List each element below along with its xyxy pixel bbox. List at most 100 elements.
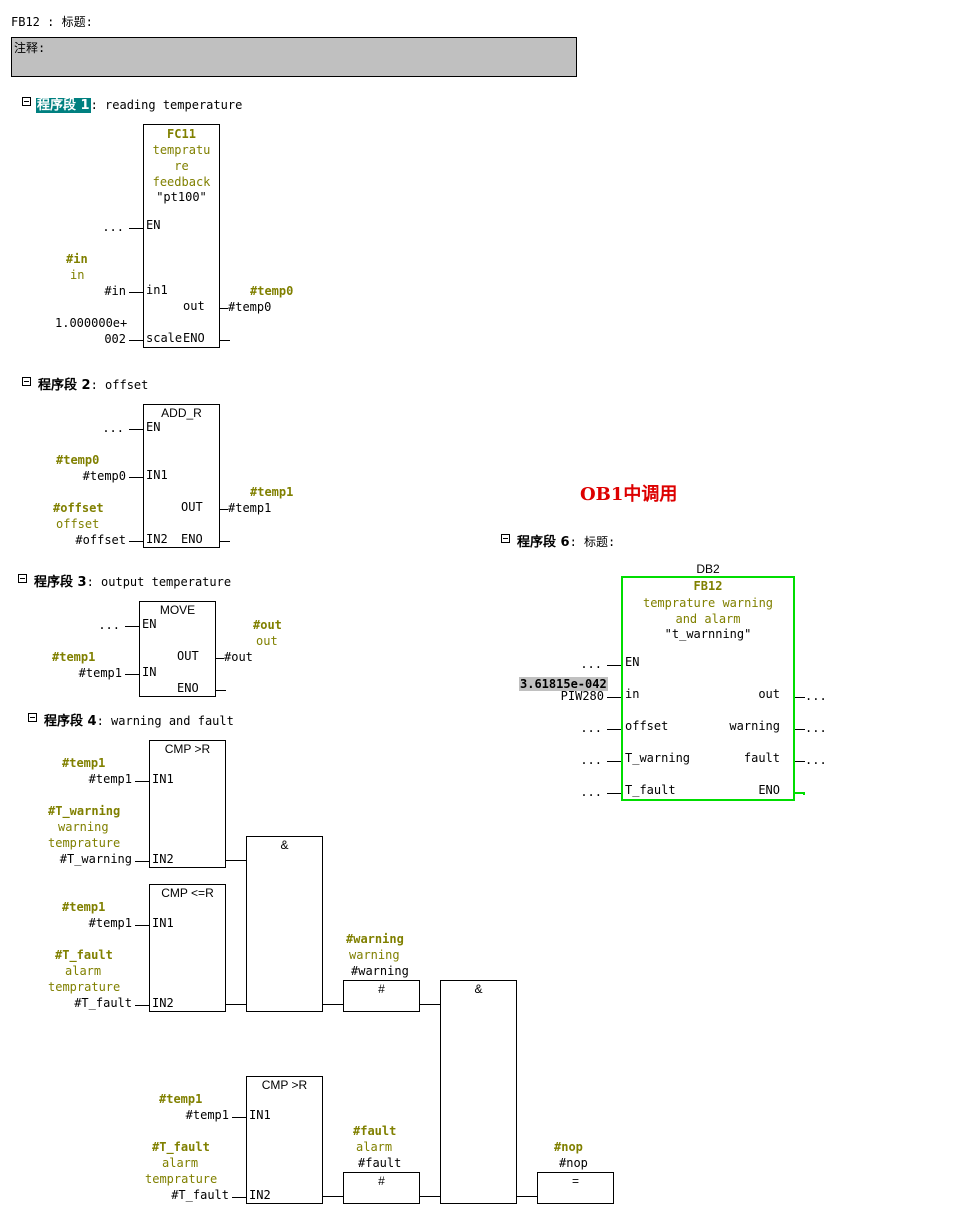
cmp3-pin-in1: IN1 <box>249 1108 271 1122</box>
cmp3-block[interactable] <box>246 1076 323 1204</box>
fb12-t-fault-value[interactable]: ... <box>580 785 602 799</box>
move-in-value[interactable]: #temp1 <box>78 666 122 680</box>
coil2-value[interactable]: #fault <box>358 1156 402 1170</box>
cmp1-in1-value[interactable]: #temp1 <box>88 772 132 786</box>
block-title: FB12 : 标题: <box>11 15 93 29</box>
network4-header[interactable]: 程序段 4: warning and fault <box>44 710 234 729</box>
cmp3-in2-comment-2: temprature <box>145 1172 218 1186</box>
and1-block[interactable] <box>246 836 323 1012</box>
fc11-symbol: "pt100" <box>156 190 207 204</box>
fb12-in-value[interactable]: PIW280 <box>560 689 604 703</box>
network2-desc: : offset <box>90 378 149 392</box>
network6-header[interactable]: 程序段 6: 标题: <box>517 531 615 550</box>
move-pin-in: IN <box>142 665 157 679</box>
cmp2-name: CMP <=R <box>161 886 214 900</box>
collapse-toggle-2[interactable] <box>22 377 31 386</box>
fc11-name: FC11 <box>167 127 196 141</box>
add-r-pin-eno: ENO <box>181 532 203 546</box>
move-en-value[interactable]: ... <box>98 618 120 632</box>
cmp3-in2-symbol: #T_fault <box>152 1140 210 1154</box>
add-r-in1-value[interactable]: #temp0 <box>82 469 126 483</box>
fc11-en-value[interactable]: ... <box>102 220 124 234</box>
fb12-pin-in: in <box>625 687 640 701</box>
move-pin-en: EN <box>142 617 157 631</box>
fb12-pin-out: out <box>758 687 780 701</box>
network2-header[interactable]: 程序段 2: offset <box>38 374 148 393</box>
coil1-value[interactable]: #warning <box>351 964 409 978</box>
fb12-pin-fault: fault <box>743 751 780 765</box>
cmp2-in2-comment-2: temprature <box>48 980 121 994</box>
and2-block[interactable] <box>440 980 517 1204</box>
network2-segment: 程序段 2 <box>38 378 91 393</box>
coil2-symbol: #fault <box>353 1124 397 1138</box>
fb12-out-value[interactable]: ... <box>805 689 827 703</box>
cmp1-in1-symbol: #temp1 <box>62 756 106 770</box>
cmp3-in1-value[interactable]: #temp1 <box>185 1108 229 1122</box>
add-r-name: ADD_R <box>161 406 202 420</box>
move-pin-eno: ENO <box>177 681 199 695</box>
fb12-comment-1: temprature warning <box>642 596 774 610</box>
move-out-value[interactable]: #out <box>224 650 253 664</box>
fb12-symbol: "t_warnning" <box>664 627 752 641</box>
add-r-block[interactable] <box>143 404 220 548</box>
add-r-en-value[interactable]: ... <box>102 421 124 435</box>
cmp2-in1-value[interactable]: #temp1 <box>88 916 132 930</box>
comment-box[interactable]: 注释: <box>11 37 577 77</box>
move-pin-out: OUT <box>177 649 199 663</box>
coil1-comment: warning <box>349 948 400 962</box>
fc11-pin-scale: scale <box>146 331 183 345</box>
fc11-out-value[interactable]: #temp0 <box>228 300 272 314</box>
add-r-pin-in2: IN2 <box>146 532 168 546</box>
network1-header[interactable]: 程序段 1: reading temperature <box>36 94 242 113</box>
coil3-value[interactable]: #nop <box>559 1156 588 1170</box>
network3-header[interactable]: 程序段 3: output temperature <box>34 571 231 590</box>
fb12-block[interactable] <box>621 576 795 801</box>
comment-label: 注释: <box>14 41 46 55</box>
collapse-toggle-4[interactable] <box>28 713 37 722</box>
coil1-label: # <box>378 982 385 996</box>
fb12-t-warning-value[interactable]: ... <box>580 753 602 767</box>
fc11-comment-2: re <box>174 159 189 173</box>
fc11-in-value[interactable]: #in <box>104 284 126 298</box>
cmp2-in2-comment-1: alarm <box>65 964 102 978</box>
fc11-in-symbol: #in <box>66 252 88 266</box>
cmp2-in2-value[interactable]: #T_fault <box>74 996 132 1010</box>
fc11-scale-value-2[interactable]: 002 <box>104 332 126 346</box>
move-block[interactable] <box>139 601 216 697</box>
coil3-block[interactable] <box>537 1172 614 1204</box>
cmp2-block[interactable] <box>149 884 226 1012</box>
cmp3-in2-value[interactable]: #T_fault <box>171 1188 229 1202</box>
fb12-eno-wire <box>795 792 805 795</box>
collapse-toggle-6[interactable] <box>501 534 510 543</box>
coil1-block[interactable] <box>343 980 420 1012</box>
move-out-comment: out <box>256 634 278 648</box>
fc11-pin-en: EN <box>146 218 161 232</box>
network4-segment: 程序段 4 <box>44 714 97 729</box>
cmp3-name: CMP >R <box>261 1078 308 1092</box>
add-r-out-value[interactable]: #temp1 <box>228 501 272 515</box>
fb12-name: FB12 <box>693 579 723 593</box>
network1-segment: 程序段 1 <box>36 98 91 113</box>
fb12-pin-t-fault: T_fault <box>625 783 676 797</box>
collapse-toggle-1[interactable] <box>22 97 31 106</box>
fb12-en-value[interactable]: ... <box>580 657 602 671</box>
fb12-comment-2: and alarm <box>675 612 741 626</box>
collapse-toggle-3[interactable] <box>18 574 27 583</box>
fb12-fault-value[interactable]: ... <box>805 753 827 767</box>
add-r-in2-value[interactable]: #offset <box>75 533 126 547</box>
move-name: MOVE <box>159 603 196 617</box>
fb12-pin-warning: warning <box>729 719 780 733</box>
fc11-out-symbol: #temp0 <box>250 284 294 298</box>
fb12-offset-value[interactable]: ... <box>580 721 602 735</box>
fc11-block[interactable] <box>143 124 220 348</box>
cmp1-name: CMP >R <box>164 742 211 756</box>
add-r-out-symbol: #temp1 <box>250 485 294 499</box>
fc11-pin-eno: ENO <box>183 331 205 345</box>
fb12-warning-value[interactable]: ... <box>805 721 827 735</box>
coil3-label: = <box>571 1174 579 1188</box>
cmp1-in2-value[interactable]: #T_warning <box>59 852 132 866</box>
fc11-scale-value-1[interactable]: 1.000000e+ <box>55 316 128 330</box>
fc11-comment-1: tempratu <box>152 143 211 157</box>
cmp1-block[interactable] <box>149 740 226 868</box>
coil2-block[interactable] <box>343 1172 420 1204</box>
